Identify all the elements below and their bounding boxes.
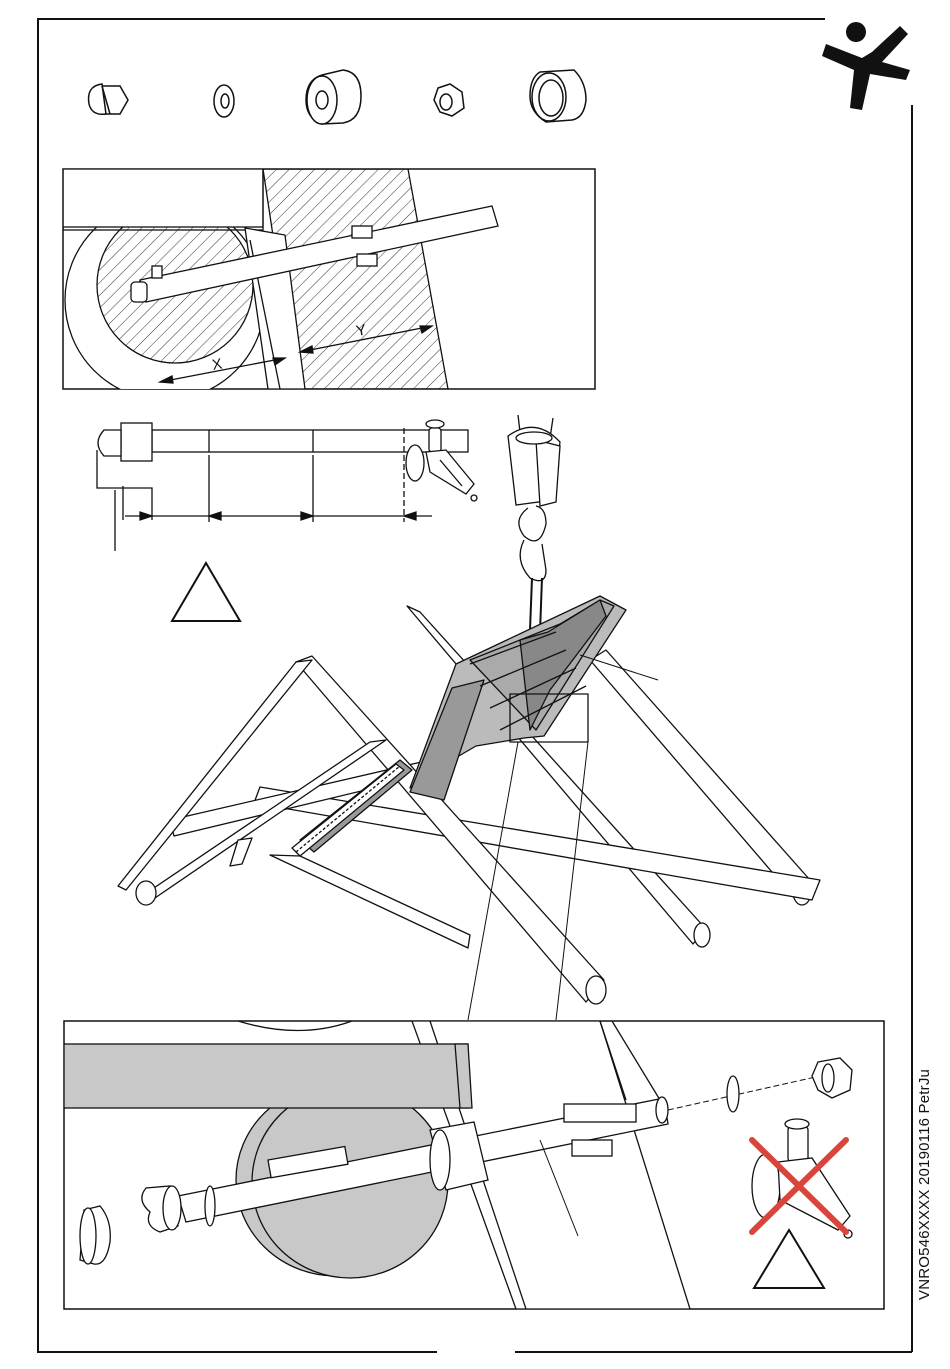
brand-logo-icon [822,22,910,110]
washer-icon [214,85,234,117]
end-cap-icon [530,70,586,122]
bolt-cutting-diagram [97,423,468,551]
hoist-pulley-icon [508,415,560,632]
document-code: VNRO546XXXX 20190116 PetrJu [916,1069,933,1300]
cap-nut-icon [89,84,128,114]
deck-chair-frame [118,596,820,1020]
section-detail-top: X Y [63,160,595,400]
warning-triangle-icon [172,563,240,621]
spacer-sleeve-icon [306,70,361,124]
section-detail-bottom [64,1021,884,1309]
exploded-washer-icon [727,1076,739,1112]
lock-nut-icon [434,84,464,116]
